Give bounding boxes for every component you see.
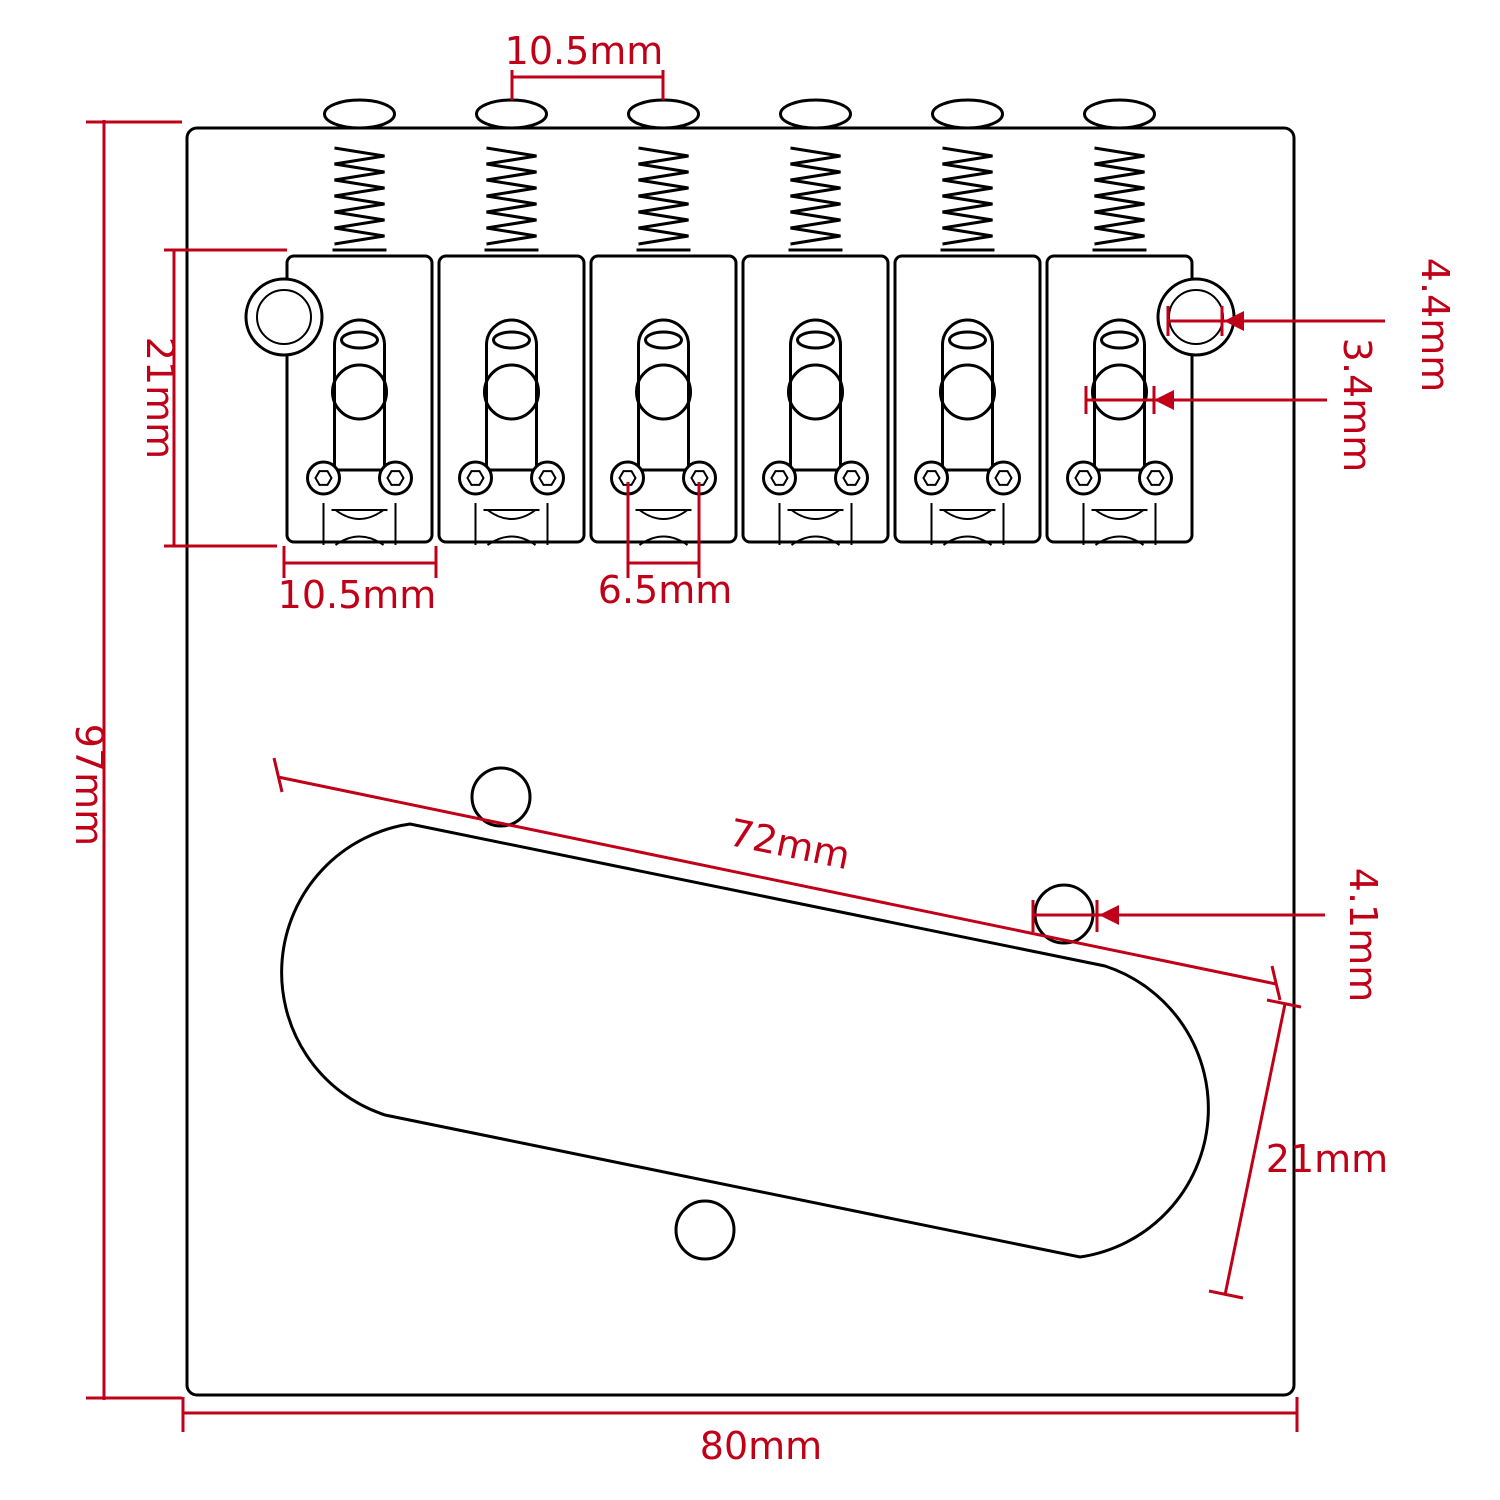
pickup-cavity xyxy=(280,822,1210,1259)
hex-socket xyxy=(314,470,333,486)
screw-head xyxy=(1083,98,1156,130)
string-roller xyxy=(930,503,1005,546)
hex-socket xyxy=(922,470,941,486)
string-roller xyxy=(778,503,853,546)
screw-head xyxy=(475,98,548,130)
saddle-body xyxy=(589,254,738,544)
spring xyxy=(486,146,537,246)
saddle-spacing-dimension-line xyxy=(510,70,665,100)
height-screw xyxy=(306,460,341,496)
saddle-1 xyxy=(285,98,434,546)
height-screw xyxy=(378,460,413,496)
slot-top xyxy=(644,330,683,350)
height-screw xyxy=(1066,460,1101,496)
pickup-hole-bottom xyxy=(674,1199,736,1261)
screw-spacing-dimension-line xyxy=(626,482,701,578)
label-saddle-width: 10.5mm xyxy=(278,573,437,617)
hex-socket xyxy=(1146,470,1165,486)
saddle-body xyxy=(741,254,890,544)
height-screw xyxy=(762,460,797,496)
saddle-height-dimension-line xyxy=(164,248,287,548)
intonation-slot xyxy=(333,318,386,472)
spring xyxy=(638,146,689,246)
string-roller xyxy=(322,503,397,546)
height-screw xyxy=(834,460,869,496)
label-pickup-hole: 4.1mm xyxy=(1341,868,1385,1002)
intonation-slot xyxy=(941,318,994,472)
pickup-hole-top-left xyxy=(470,766,532,828)
label-overall-width: 80mm xyxy=(700,1424,822,1468)
hex-socket xyxy=(690,470,709,486)
saddle-3 xyxy=(589,98,738,546)
screw-head xyxy=(931,98,1004,130)
arrow-mount-hole xyxy=(1224,311,1244,331)
hex-socket xyxy=(1074,470,1093,486)
label-overall-height: 97mm xyxy=(67,724,111,846)
saddle-5 xyxy=(893,98,1042,546)
string-roller xyxy=(474,503,549,546)
slot-barrel xyxy=(1091,363,1148,421)
intonation-slot xyxy=(485,318,538,472)
height-screw xyxy=(458,460,493,496)
intonation-slot xyxy=(637,318,690,472)
slot-top xyxy=(1100,330,1139,350)
label-slot: 3.4mm xyxy=(1335,338,1379,472)
pickup-length-dimension-line xyxy=(272,757,1282,1001)
arrow-slot xyxy=(1154,390,1174,410)
pickup-hole-dimension-line xyxy=(1031,900,1325,932)
spring xyxy=(334,146,385,246)
pickup-width-dimension-line xyxy=(1208,998,1302,1300)
intonation-slot xyxy=(789,318,842,472)
slot-top xyxy=(340,330,379,350)
label-pickup-width: 21mm xyxy=(1266,1137,1388,1181)
saddle-2 xyxy=(437,98,586,546)
height-screw xyxy=(914,460,949,496)
hex-socket xyxy=(994,470,1013,486)
saddle-body xyxy=(893,254,1042,544)
spring xyxy=(1094,146,1145,246)
height-screw xyxy=(530,460,565,496)
bridge-plate xyxy=(185,126,1296,1397)
intonation-slot xyxy=(1093,318,1146,472)
label-mount-hole: 4.4mm xyxy=(1413,258,1457,392)
saddle-4 xyxy=(741,98,890,546)
string-roller xyxy=(1082,503,1157,546)
mount-hole-left xyxy=(244,277,324,357)
spring xyxy=(942,146,993,246)
height-screw xyxy=(986,460,1021,496)
label-screw-spacing: 6.5mm xyxy=(598,568,732,612)
slot-top xyxy=(492,330,531,350)
width-dimension-line xyxy=(181,1397,1299,1432)
saddle-width-dimension-line xyxy=(282,546,438,578)
screw-head xyxy=(779,98,852,130)
hex-socket xyxy=(466,470,485,486)
hex-socket xyxy=(538,470,557,486)
slot-barrel xyxy=(787,363,844,421)
slot-barrel xyxy=(331,363,388,421)
height-screw xyxy=(1138,460,1173,496)
saddle-body xyxy=(437,254,586,544)
slot-barrel xyxy=(939,363,996,421)
screw-head xyxy=(627,98,700,130)
mount-hole-dimension-line xyxy=(1166,306,1385,336)
label-saddle-height: 21mm xyxy=(138,337,182,459)
hex-socket xyxy=(842,470,861,486)
saddle-group xyxy=(285,98,1194,546)
screw-head xyxy=(323,98,396,130)
height-dimension-line xyxy=(86,120,182,1400)
arrow-pickup-hole xyxy=(1099,905,1119,925)
hex-socket xyxy=(386,470,405,486)
hex-socket xyxy=(770,470,789,486)
hex-socket xyxy=(618,470,637,486)
slot-top xyxy=(796,330,835,350)
spring xyxy=(790,146,841,246)
label-pickup-length: 72mm xyxy=(725,810,854,878)
slot-top xyxy=(948,330,987,350)
label-saddle-spacing: 10.5mm xyxy=(505,29,664,73)
slot-barrel xyxy=(483,363,540,421)
slot-barrel xyxy=(635,363,692,421)
